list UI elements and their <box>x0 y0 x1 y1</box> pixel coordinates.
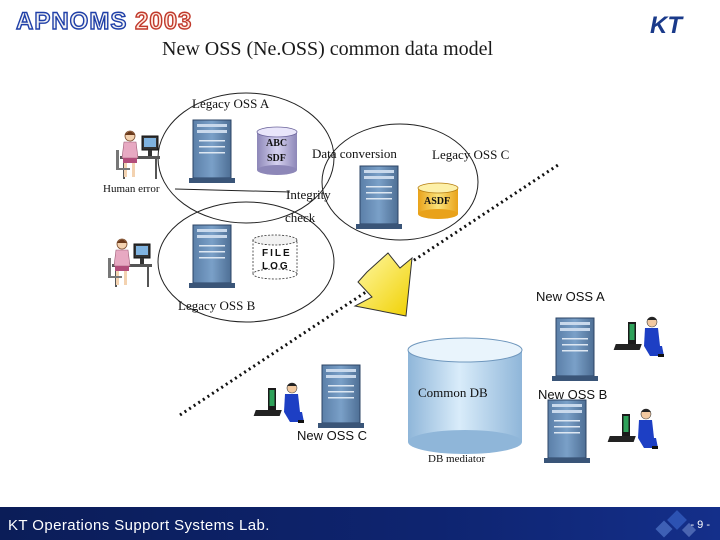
label-abc: ABC <box>266 138 288 149</box>
operator-icon <box>613 316 665 358</box>
apnoms-logo-year: 2003 <box>127 7 193 35</box>
legacy-oss-c-circle <box>321 123 479 241</box>
label-data-conversion: Data conversion <box>312 146 397 161</box>
kt-logo: KT <box>650 12 682 39</box>
label-sdf: SDF <box>267 153 286 164</box>
footer-bar <box>0 507 720 540</box>
operator-icon <box>607 408 659 450</box>
apnoms-logo: APNOMS 2003 <box>15 7 193 36</box>
label-human-error: Human error <box>103 183 160 195</box>
server-icon <box>188 119 236 184</box>
label-check: check <box>285 210 316 225</box>
legacy-oss-a-circle <box>157 92 335 224</box>
office-worker-icon <box>115 130 161 180</box>
abc-sdf-database-icon <box>256 126 298 175</box>
asdf-database-icon <box>417 182 459 219</box>
label-new-oss-a: New OSS A <box>536 289 605 304</box>
page-number: - 9 - <box>690 519 710 531</box>
human-error-line <box>174 188 291 193</box>
label-common-db: Common DB <box>418 385 488 400</box>
page-title: New OSS (Ne.OSS) common data model <box>162 38 494 60</box>
footer-lab-name: KT Operations Support Systems Lab. <box>8 517 270 534</box>
label-legacy-oss-c: Legacy OSS C <box>432 147 510 162</box>
migration-arrow-icon <box>353 252 413 317</box>
server-icon <box>543 399 591 464</box>
operator-icon <box>253 382 305 424</box>
office-worker-icon <box>107 238 153 288</box>
label-log: LOG <box>262 261 290 272</box>
server-icon <box>317 364 365 429</box>
footer-decoration <box>655 510 697 538</box>
label-new-oss-c: New OSS C <box>297 428 368 443</box>
common-db-cylinder-icon <box>407 337 523 454</box>
apnoms-logo-word: APNOMS <box>15 7 128 35</box>
server-icon <box>355 165 403 230</box>
label-asdf: ASDF <box>424 196 451 207</box>
server-icon <box>188 224 236 289</box>
label-file: FILE <box>262 248 292 259</box>
label-db-mediator: DB mediator <box>428 453 486 465</box>
label-legacy-oss-b: Legacy OSS B <box>178 298 256 313</box>
file-log-database-icon <box>252 234 298 280</box>
label-integrity: Integrity <box>286 187 331 202</box>
label-legacy-oss-a: Legacy OSS A <box>192 96 270 111</box>
label-new-oss-b: New OSS B <box>538 387 608 402</box>
server-icon <box>551 317 599 382</box>
legacy-oss-b-circle <box>157 201 335 323</box>
